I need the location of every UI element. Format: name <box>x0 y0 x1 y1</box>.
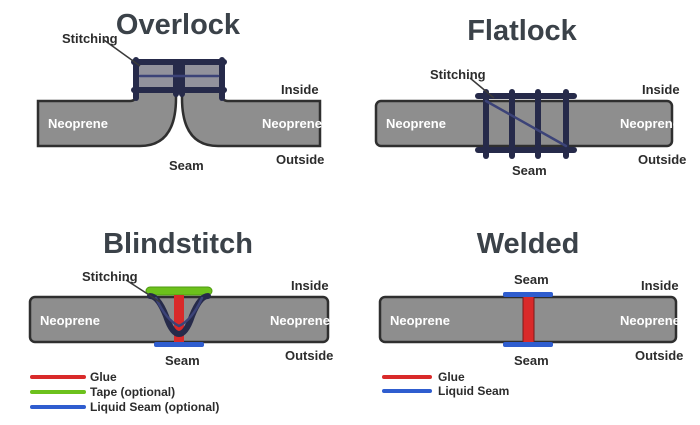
flatlock-outside-label: Outside <box>638 152 686 167</box>
flatlock-stitching-leader <box>469 77 495 99</box>
flatlock-stitching <box>475 89 577 159</box>
welded-seam-bottom-label: Seam <box>514 353 549 368</box>
legend-tape-label: Tape (optional) <box>90 385 175 399</box>
blindstitch-stitching-leader <box>125 279 161 303</box>
welded-legend-liquid-seam-label: Liquid Seam <box>438 384 509 398</box>
legend-glue-label: Glue <box>90 370 117 384</box>
overlock-stitching-leader <box>103 39 141 67</box>
overlock-stitching-label: Stitching <box>62 31 118 46</box>
blindstitch-tape <box>145 286 213 296</box>
overlock-title: Overlock <box>116 9 241 41</box>
flatlock-title: Flatlock <box>467 15 577 47</box>
blindstitch-legend: Glue Tape (optional) Liquid Seam (option… <box>30 370 219 414</box>
blindstitch-panel: Blindstitch Stitching Inside Outside Sea… <box>28 228 333 414</box>
welded-liquid-seam-top <box>503 292 553 297</box>
blindstitch-glue <box>174 295 184 343</box>
welded-panel: Welded Seam Seam Inside Outside Neoprene… <box>378 228 683 398</box>
welded-legend-glue-label: Glue <box>438 370 465 384</box>
flatlock-neoprene-left-label: Neoprene <box>386 116 446 131</box>
blindstitch-liquid-seam <box>154 342 204 347</box>
blindstitch-title: Blindstitch <box>103 228 253 260</box>
welded-inside-label: Inside <box>641 278 679 293</box>
blindstitch-neoprene-left-label: Neoprene <box>40 313 100 328</box>
flatlock-seam-label: Seam <box>512 163 547 178</box>
blindstitch-outside-label: Outside <box>285 348 333 363</box>
welded-legend: Glue Liquid Seam <box>382 370 509 398</box>
welded-outside-label: Outside <box>635 348 683 363</box>
welded-title: Welded <box>477 228 580 260</box>
overlock-panel: Overlock Stitching Inside Outside Seam N… <box>36 9 324 173</box>
welded-liquid-seam-bottom <box>503 342 553 347</box>
overlock-inside-label: Inside <box>281 82 319 97</box>
welded-seam-top-label: Seam <box>514 272 549 287</box>
overlock-seam-label: Seam <box>169 158 204 173</box>
blindstitch-neoprene-right-label: Neoprene <box>270 313 330 328</box>
welded-neoprene-right-label: Neoprene <box>620 313 680 328</box>
legend-liquid-seam-label: Liquid Seam (optional) <box>90 400 219 414</box>
flatlock-stitching-label: Stitching <box>430 67 486 82</box>
overlock-neoprene-right-label: Neoprene <box>262 116 322 131</box>
welded-glue <box>522 295 535 344</box>
overlock-outside-label: Outside <box>276 152 324 167</box>
blindstitch-seam-label: Seam <box>165 353 200 368</box>
overlock-stitching <box>131 57 227 101</box>
flatlock-panel: Flatlock Stitching Inside Outside Seam N… <box>374 15 686 178</box>
blindstitch-stitch-inner <box>154 296 204 328</box>
overlock-neoprene-left-label: Neoprene <box>48 116 108 131</box>
blindstitch-inside-label: Inside <box>291 278 329 293</box>
blindstitch-stitching-label: Stitching <box>82 269 138 284</box>
flatlock-inside-label: Inside <box>642 82 680 97</box>
welded-neoprene-left-label: Neoprene <box>390 313 450 328</box>
flatlock-neoprene-right-label: Neoprene <box>620 116 680 131</box>
